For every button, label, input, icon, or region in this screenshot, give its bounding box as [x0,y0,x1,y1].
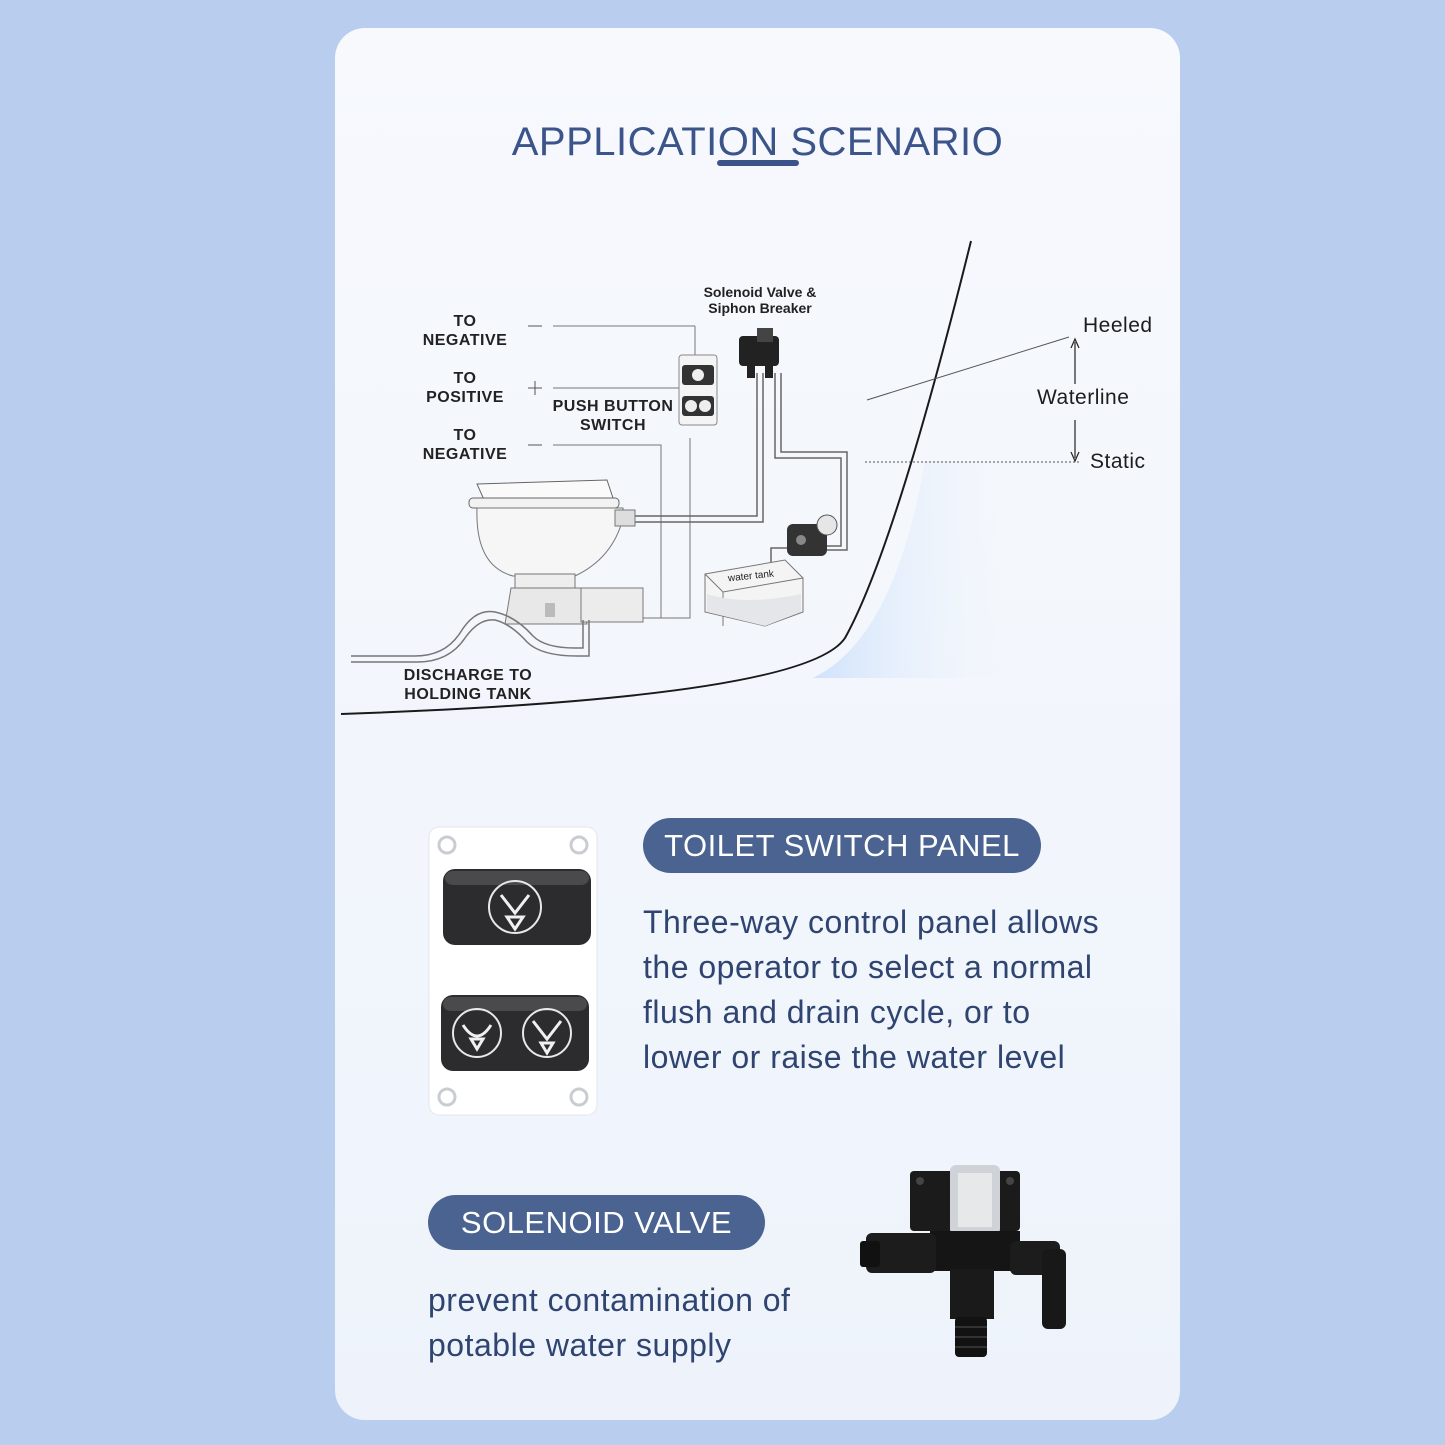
label-to-negative-bottom: TO NEGATIVE [422,427,508,463]
label-static: Static [1090,450,1146,473]
label-discharge: DISCHARGE TO HOLDING TANK [403,667,533,703]
water-tank-diagram [704,559,804,627]
heeled-line [866,336,1070,401]
solenoid-valve-image [860,1165,1066,1357]
label-solenoid-valve: Solenoid Valve & Siphon Breaker [703,284,817,316]
page-title: APPLICATION SCENARIO [511,120,1004,164]
switch-panel-description: Three-way control panel allows the opera… [643,904,1100,1075]
pump-diagram [787,514,838,556]
switch-panel-badge: TOILET SWITCH PANEL [643,818,1041,873]
plumbing-diagram [340,240,1080,715]
switch-panel-image [428,826,598,1116]
label-to-positive: TO POSITIVE [426,370,504,406]
label-push-button-switch: PUSH BUTTON SWITCH [552,398,674,434]
water-region [813,461,1005,678]
title-underline [717,160,799,166]
flush-button-icon [443,869,591,945]
push-button-switch-diagram [678,354,718,426]
label-heeled: Heeled [1083,314,1153,337]
solenoid-valve-diagram [739,328,779,378]
label-waterline: Waterline [1037,386,1130,409]
label-to-negative-top: TO NEGATIVE [422,313,508,349]
content-card: APPLICATION SCENARIO [335,28,1180,1420]
solenoid-valve-badge: SOLENOID VALVE [428,1195,765,1250]
level-buttons-icon [441,995,589,1071]
toilet-diagram [468,479,644,625]
solenoid-valve-description: prevent contamination of potable water s… [428,1282,791,1363]
hull-line [340,240,972,715]
